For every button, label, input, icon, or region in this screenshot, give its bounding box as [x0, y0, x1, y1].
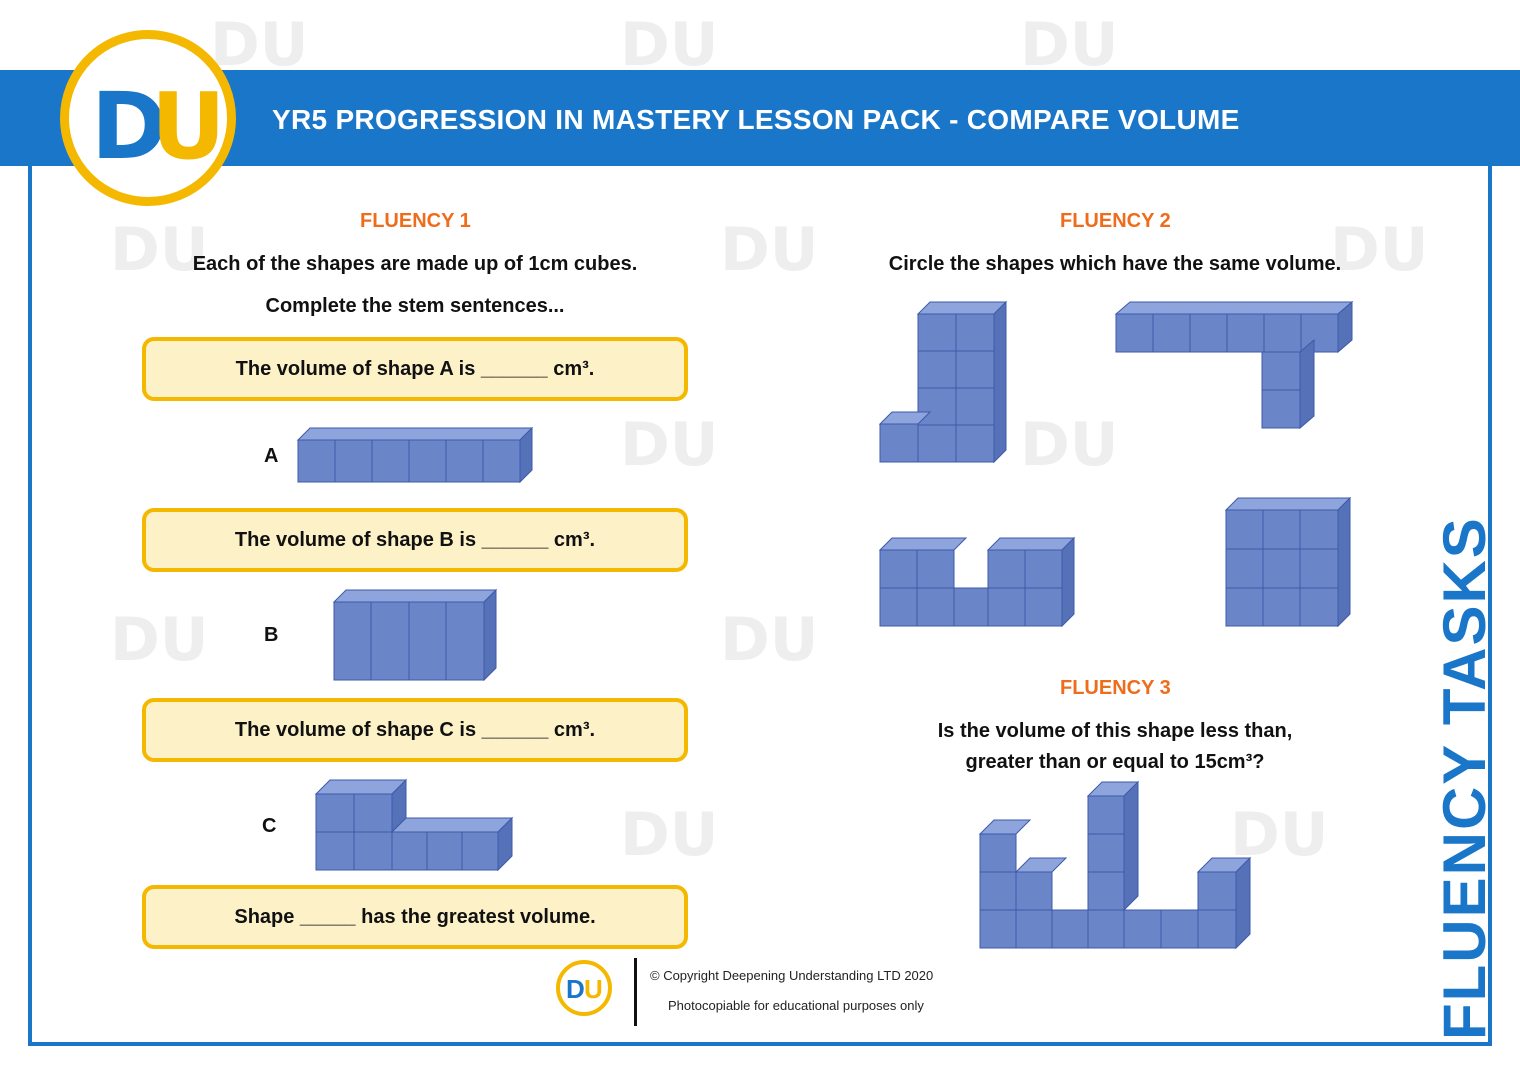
fluency3-title: FLUENCY 3 [1060, 677, 1171, 699]
fluency2-instruction: Circle the shapes which have the same vo… [888, 253, 1342, 275]
shape-c-cubes [314, 778, 514, 872]
shape-label-a: A [264, 445, 279, 467]
fluency-tasks-side-label: FLUENCY TASKS [1431, 516, 1498, 1040]
shape-b-cubes [332, 588, 498, 682]
footer-copyright: © Copyright Deepening Understanding LTD … [650, 968, 934, 983]
fluency3-shape [978, 780, 1252, 950]
footer-divider [634, 958, 637, 1026]
stem-c-text: The volume of shape C is ______ cm³. [234, 718, 596, 741]
stem-sentence-c: The volume of shape C is ______ cm³. [142, 698, 688, 762]
header-bar [0, 70, 1520, 166]
stem-greatest-text: Shape _____ has the greatest volume. [234, 905, 596, 928]
fluency2-shape-1 [878, 300, 1008, 464]
stem-sentence-a: The volume of shape A is ______ cm³. [142, 337, 688, 401]
fluency1-instruction-1: Each of the shapes are made up of 1cm cu… [192, 253, 638, 275]
shape-label-b: B [264, 624, 279, 646]
logo-letter-u: U [151, 73, 226, 180]
fluency3-question-line-2: greater than or equal to 15cm³? [965, 751, 1265, 773]
fluency3-question-line-1: Is the volume of this shape less than, [937, 720, 1293, 742]
page-title: YR5 PROGRESSION IN MASTERY LESSON PACK -… [272, 104, 1240, 135]
page-frame [28, 166, 1492, 1046]
fluency1-title: FLUENCY 1 [360, 210, 471, 232]
footer-logo: D U [556, 960, 612, 1016]
du-logo: D U [60, 30, 236, 206]
fluency2-shape-4 [1224, 496, 1352, 628]
fluency1-instruction-2: Complete the stem sentences... [265, 295, 565, 317]
shape-a-cubes [296, 426, 534, 484]
stem-sentence-b: The volume of shape B is ______ cm³. [142, 508, 688, 572]
fluency2-shape-2 [1114, 300, 1354, 430]
footer-logo-letter-d: D [566, 974, 585, 1004]
stem-b-text: The volume of shape B is ______ cm³. [234, 528, 596, 551]
stem-sentence-greatest: Shape _____ has the greatest volume. [142, 885, 688, 949]
stem-a-text: The volume of shape A is ______ cm³. [235, 357, 595, 380]
footer-note: Photocopiable for educational purposes o… [668, 998, 924, 1013]
fluency2-title: FLUENCY 2 [1060, 210, 1171, 232]
shape-label-c: C [262, 815, 277, 837]
footer-logo-letter-u: U [584, 974, 603, 1004]
fluency2-shape-3 [878, 536, 1076, 628]
logo-letter-d: D [91, 73, 168, 180]
